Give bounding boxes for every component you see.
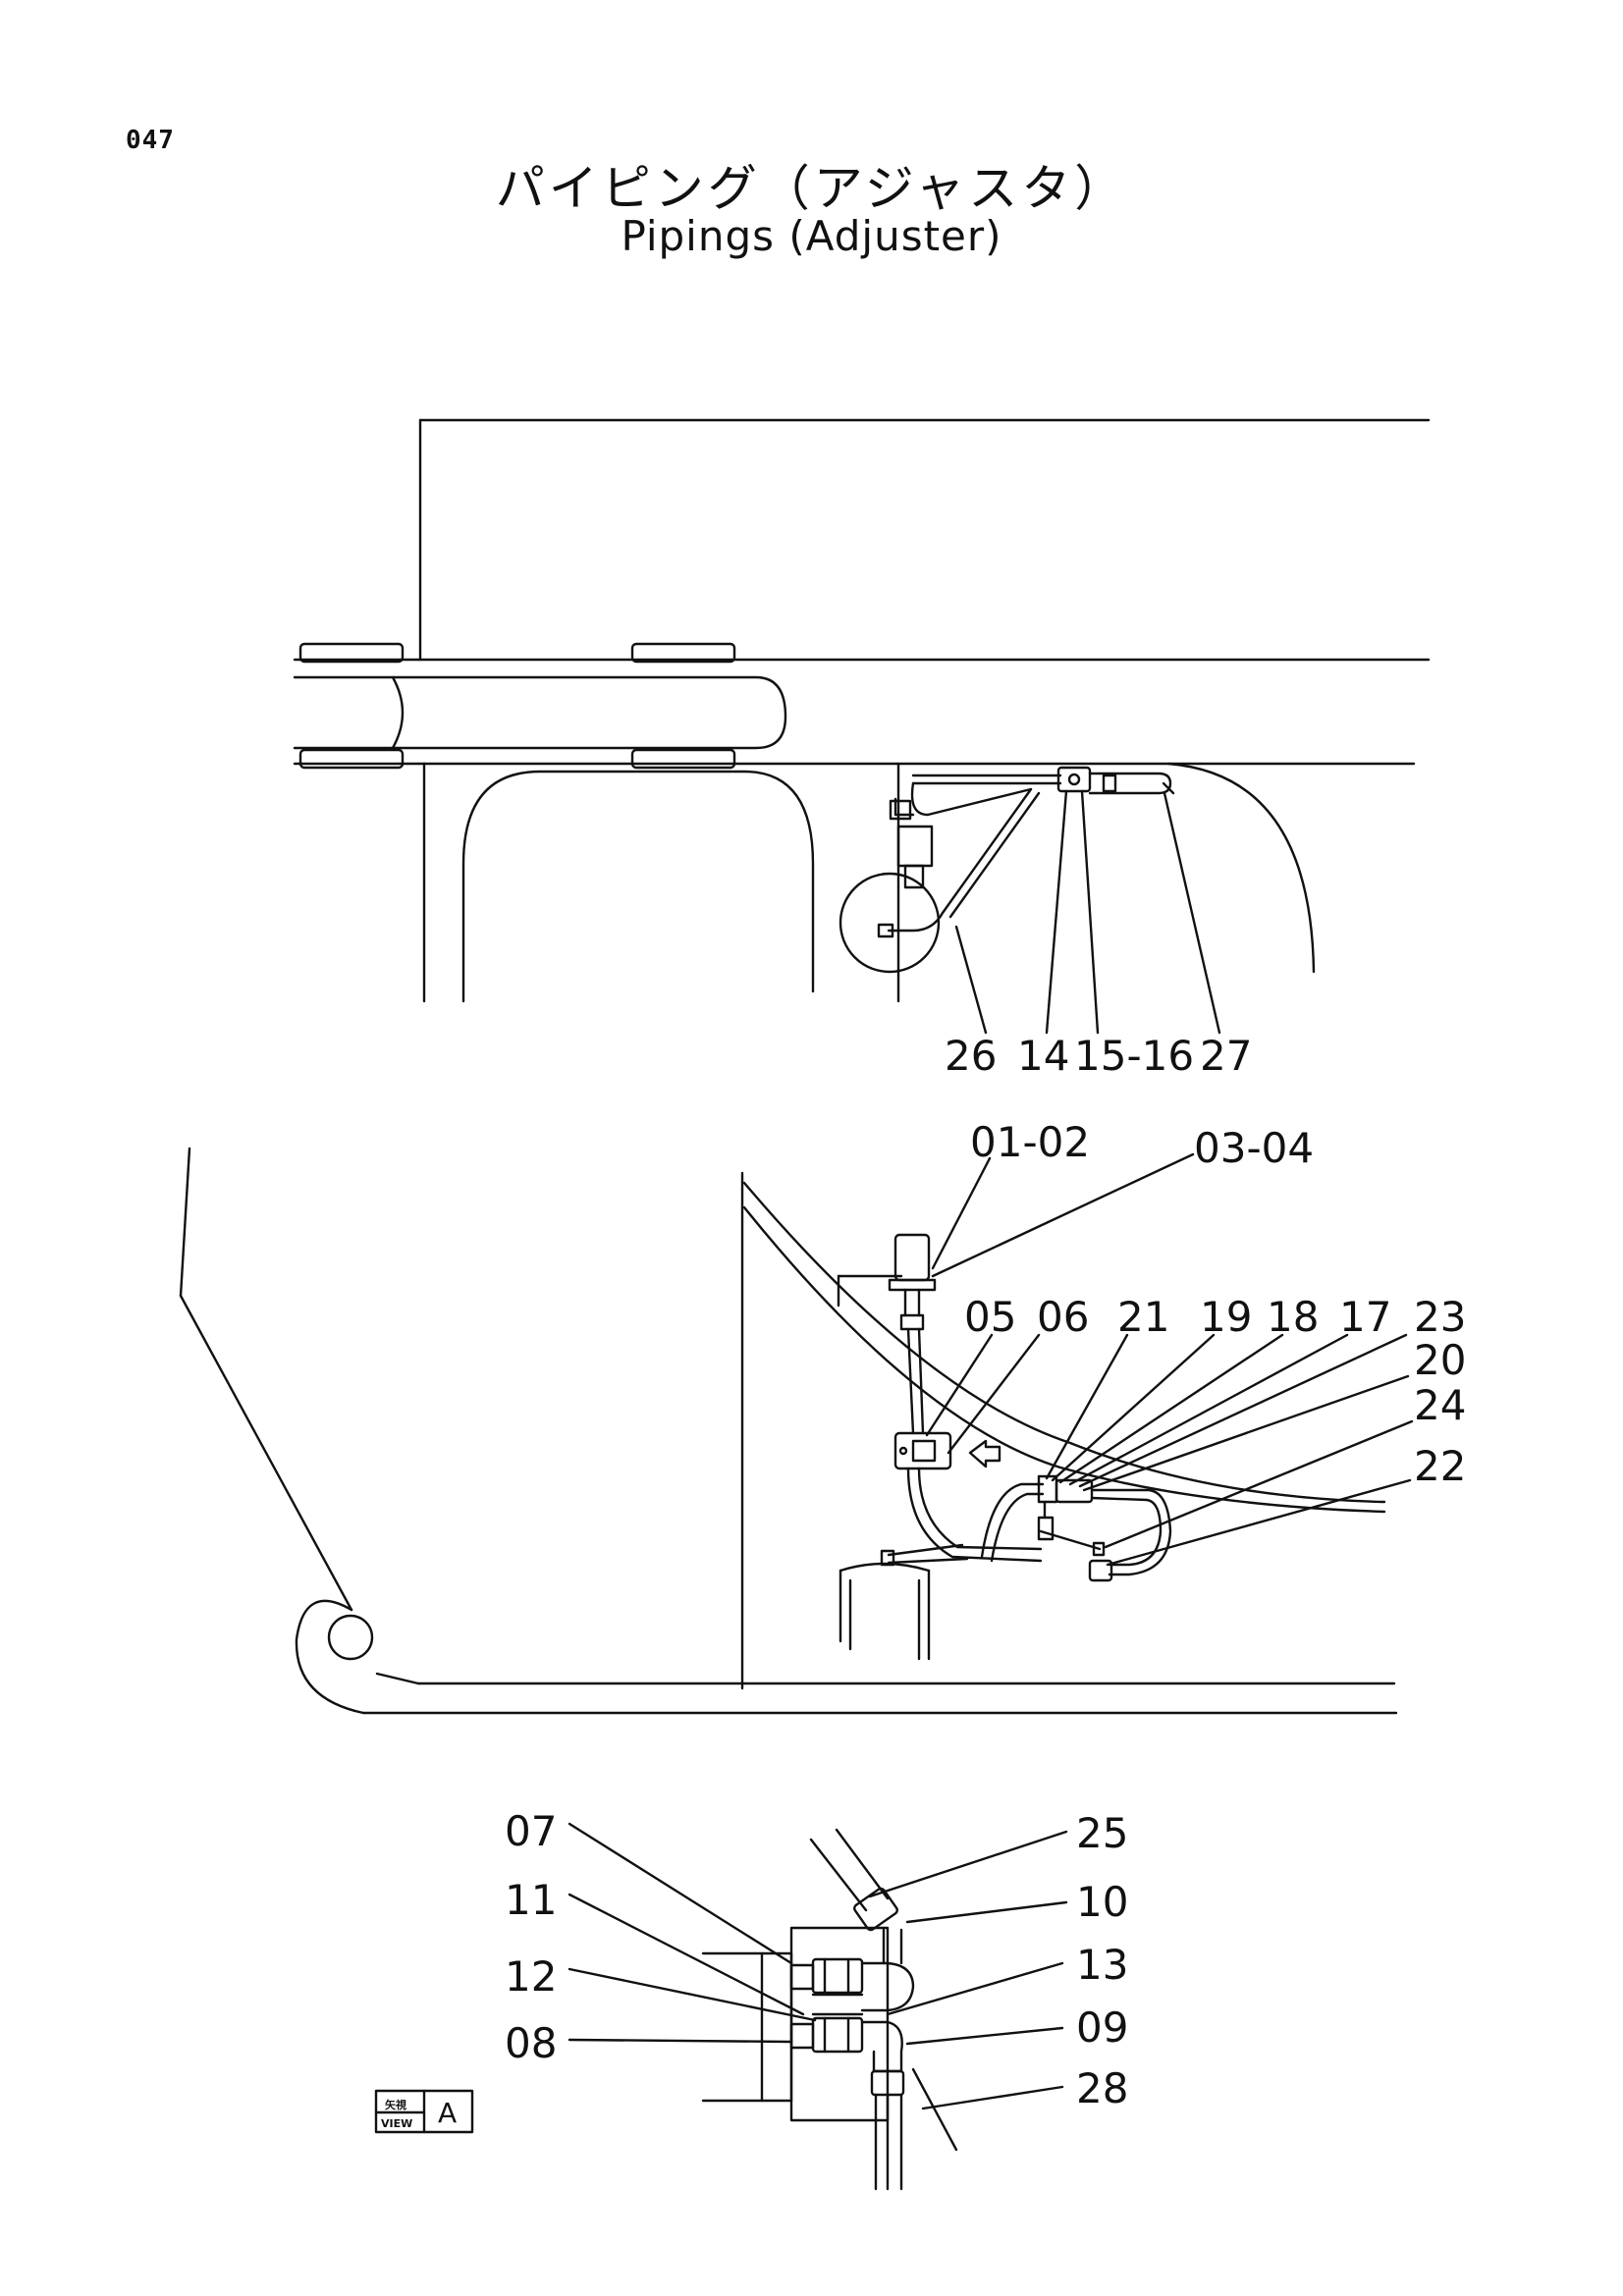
callout-21: 21 (1117, 1293, 1169, 1341)
callout-28: 28 (1076, 2064, 1128, 2112)
view-box-jp: 矢視 (385, 2098, 406, 2111)
view-a-label-box: 矢視 VIEW A (381, 2097, 457, 2130)
callout-05: 05 (964, 1293, 1016, 1341)
callout-03-04: 03-04 (1194, 1124, 1314, 1172)
callout-26: 26 (945, 1032, 997, 1080)
callout-23: 23 (1414, 1293, 1466, 1341)
callout-09: 09 (1076, 2003, 1128, 2052)
callout-08: 08 (505, 2019, 557, 2067)
callout-17: 17 (1339, 1293, 1391, 1341)
callout-27: 27 (1200, 1032, 1252, 1080)
callout-19: 19 (1200, 1293, 1252, 1341)
callout-12: 12 (505, 1952, 557, 2001)
callout-22: 22 (1414, 1442, 1466, 1490)
top-view-drawing (293, 418, 1431, 1035)
callout-18: 18 (1267, 1293, 1319, 1341)
page-title-english: Pipings (Adjuster) (621, 212, 1002, 260)
callout-11: 11 (505, 1876, 557, 1924)
callout-15-16: 15-16 (1074, 1032, 1194, 1080)
side-view-callouts: 01-02 03-04 05 06 21 19 18 17 23 20 24 2… (964, 1118, 1466, 1490)
view-box-en: VIEW (381, 2117, 412, 2130)
top-view-callouts: 26 14 15-16 27 (945, 1032, 1252, 1080)
callout-06: 06 (1037, 1293, 1089, 1341)
callout-01-02: 01-02 (970, 1118, 1090, 1166)
callout-10: 10 (1076, 1878, 1128, 1926)
callout-14: 14 (1017, 1032, 1069, 1080)
callout-13: 13 (1076, 1941, 1128, 1989)
page-title-japanese: パイピング（アジャスタ） (495, 160, 1128, 217)
view-a-drawing (374, 1822, 1068, 2191)
view-box-letter: A (438, 2097, 457, 2129)
callout-20: 20 (1414, 1336, 1466, 1384)
callout-07: 07 (505, 1807, 557, 1855)
callout-25: 25 (1076, 1809, 1128, 1857)
page-number: 047 (126, 126, 175, 155)
callout-24: 24 (1414, 1381, 1466, 1429)
side-view-drawing (179, 1147, 1414, 1715)
view-a-callouts: 07 11 12 08 25 10 13 09 28 (505, 1807, 1128, 2112)
